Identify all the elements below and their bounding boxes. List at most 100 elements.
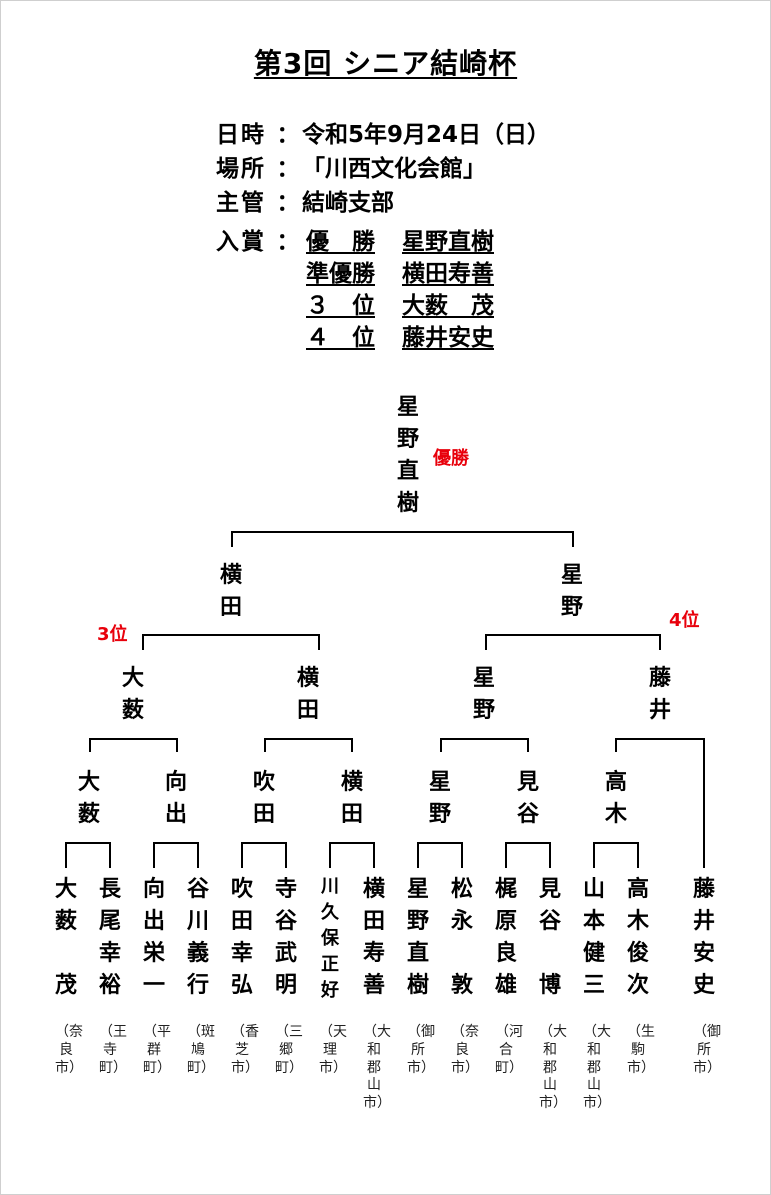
bracket-line — [264, 738, 266, 752]
player-city-1: （奈良市） — [55, 1024, 83, 1076]
third-place-mark: 3位 — [97, 624, 128, 645]
bracket-line — [593, 842, 595, 868]
awards-colon: ： — [276, 229, 300, 255]
player-name-14: 高木俊次 — [626, 877, 649, 998]
bracket-line — [329, 842, 331, 868]
bracket-line — [373, 842, 375, 868]
bracket-line — [461, 842, 463, 868]
bracket-line — [89, 738, 178, 740]
info-awards-row: 入賞 ： — [216, 227, 302, 257]
host-colon: ： — [276, 190, 300, 216]
player-city-14: （生駒市） — [627, 1024, 655, 1076]
bracket-line — [109, 842, 111, 868]
quarterfinal-name-7: 高木 — [604, 770, 627, 827]
bracket-line — [485, 634, 487, 650]
bracket-line — [485, 634, 661, 636]
player-name-4: 谷川義行 — [186, 877, 209, 998]
player-name-7: 川久保正好 — [321, 876, 339, 1001]
player-city-5: （香芝市） — [231, 1024, 259, 1076]
bracket-line — [440, 738, 442, 752]
host-value: 結崎支部 — [302, 190, 394, 216]
bracket-line — [417, 842, 463, 844]
player-name-6: 寺谷武明 — [274, 877, 297, 998]
semifinal-name-4: 藤井 — [648, 666, 671, 723]
bracket-line — [615, 738, 705, 740]
player-city-7: （天理市） — [319, 1024, 347, 1076]
final-name-left: 横田 — [219, 563, 242, 620]
bracket-line — [505, 842, 551, 844]
bracket-line — [593, 842, 639, 844]
award-name-1: 星野直樹 — [402, 229, 494, 255]
player-city-4: （斑鳩町） — [187, 1024, 215, 1076]
bracket-line — [264, 738, 353, 740]
bracket-line — [505, 842, 507, 868]
player-city-6: （三郷町） — [275, 1024, 303, 1076]
bracket-line — [142, 634, 144, 650]
player-name-8: 横田寿善 — [362, 877, 385, 998]
player-name-3: 向出栄一 — [142, 877, 165, 998]
venue-colon: ： — [276, 156, 300, 182]
player-city-13: （大和郡山市） — [583, 1024, 611, 1112]
award-rank-4: ４ 位 — [306, 325, 375, 351]
player-city-15: （御所市） — [693, 1024, 721, 1076]
bracket-line — [572, 531, 574, 547]
semifinal-name-1: 大薮 — [121, 666, 144, 723]
quarterfinal-name-5: 星野 — [428, 770, 451, 827]
bracket-line — [153, 842, 155, 868]
bracket-line — [241, 842, 243, 868]
champion-mark: 優勝 — [433, 448, 469, 469]
semifinal-name-3: 星野 — [472, 666, 495, 723]
bracket-line — [176, 738, 178, 752]
player-name-9: 星野直樹 — [406, 877, 429, 998]
player-name-2: 長尾幸裕 — [98, 877, 121, 998]
date-value: 令和5年9月24日（日） — [302, 122, 551, 148]
player-name-1: 大薮 茂 — [54, 877, 77, 998]
bracket-line — [231, 531, 233, 547]
player-city-12: （大和郡山市） — [539, 1024, 567, 1112]
bracket-line — [549, 842, 551, 868]
bracket-line — [659, 634, 661, 650]
quarterfinal-name-2: 向出 — [164, 770, 187, 827]
award-name-3: 大薮 茂 — [402, 293, 494, 319]
player-name-10: 松永 敦 — [450, 877, 473, 998]
bracket-line — [153, 842, 199, 844]
bracket-line — [637, 842, 639, 868]
venue-label: 場所 — [216, 156, 266, 182]
quarterfinal-name-1: 大薮 — [77, 770, 100, 827]
player-name-11: 梶原良雄 — [494, 877, 517, 998]
venue-value: 「川西文化会館」 — [302, 156, 486, 182]
player-city-9: （御所市） — [407, 1024, 435, 1076]
player-city-8: （大和郡山市） — [363, 1024, 391, 1112]
player-name-5: 吹田幸弘 — [230, 877, 253, 998]
award-rank-2: 準優勝 — [306, 261, 375, 287]
final-name-right: 星野 — [560, 563, 583, 620]
bracket-line — [440, 738, 529, 740]
bracket-line — [285, 842, 287, 868]
date-label: 日時 — [216, 122, 266, 148]
bracket-line — [89, 738, 91, 752]
bracket-line — [65, 842, 111, 844]
player-city-10: （奈良市） — [451, 1024, 479, 1076]
host-label: 主管 — [216, 190, 266, 216]
bracket-line — [527, 738, 529, 752]
player-city-11: （河合町） — [495, 1024, 523, 1076]
bracket-line — [197, 842, 199, 868]
quarterfinal-name-3: 吹田 — [252, 770, 275, 827]
date-colon: ： — [276, 122, 300, 148]
awards-label: 入賞 — [216, 229, 266, 255]
player-name-12: 見谷 博 — [538, 877, 561, 998]
fourth-place-mark: 4位 — [669, 610, 700, 631]
player-city-2: （王寺町） — [99, 1024, 127, 1076]
champion-name: 星野直樹 — [396, 395, 419, 516]
award-rank-1: 優 勝 — [306, 229, 375, 255]
award-name-4: 藤井安史 — [402, 325, 494, 351]
info-venue-row: 場所 ：「川西文化会館」 — [216, 154, 486, 184]
bracket-line — [241, 842, 287, 844]
bracket-line — [351, 738, 353, 752]
bracket-line — [703, 738, 705, 868]
info-date-row: 日時 ：令和5年9月24日（日） — [216, 120, 550, 150]
award-rank-3: ３ 位 — [306, 293, 375, 319]
player-city-3: （平群町） — [143, 1024, 171, 1076]
bracket-line — [231, 531, 573, 533]
bracket-line — [318, 634, 320, 650]
